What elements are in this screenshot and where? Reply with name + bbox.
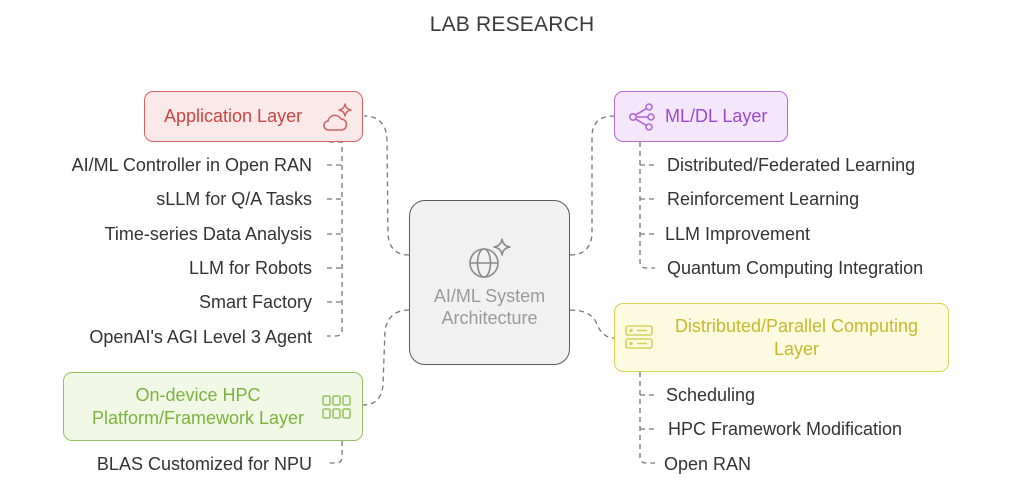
connector-center-distributed	[569, 309, 615, 339]
bracket-application	[327, 141, 343, 337]
distributed-item: Scheduling	[666, 385, 756, 405]
distributed-computing-layer-node[interactable]: Distributed/Parallel Computing Layer	[614, 303, 949, 372]
application-item: AI/ML Controller in Open RAN	[71, 155, 312, 175]
distributed-layer-label-line2: Layer	[773, 338, 820, 359]
network-nodes-icon	[628, 103, 655, 131]
hpc-layer-label-line2: Platform/Framework Layer	[91, 407, 305, 428]
ml-dl-item: LLM Improvement	[665, 224, 811, 244]
distributed-layer-label-line1: Distributed/Parallel Computing	[674, 315, 919, 336]
application-layer-label: Application Layer	[164, 106, 303, 126]
application-item: sLLM for Q/A Tasks	[156, 189, 312, 209]
connector-center-mldl	[569, 115, 615, 256]
chip-grid-icon	[322, 395, 351, 419]
application-item: OpenAI's AGI Level 3 Agent	[89, 327, 312, 347]
ml-dl-layer-label: ML/DL Layer	[665, 106, 768, 126]
ml-dl-layer-node[interactable]: ML/DL Layer	[614, 91, 788, 142]
ml-dl-item: Distributed/Federated Learning	[667, 155, 916, 175]
cloud-sparkle-icon	[323, 103, 352, 131]
application-item: Smart Factory	[198, 292, 312, 312]
application-layer-node[interactable]: Application Layer	[144, 91, 363, 142]
hpc-item: BLAS Customized for NPU	[96, 454, 312, 474]
bracket-ticks-mldl	[640, 164, 655, 235]
server-stack-icon	[625, 325, 653, 349]
connector-center-application	[363, 115, 410, 256]
hpc-layer-node[interactable]: On-device HPC Platform/Framework Layer	[63, 372, 363, 441]
center-label: AI/ML System Architecture	[433, 285, 546, 328]
distributed-item: Open RAN	[664, 454, 752, 474]
hpc-layer-label-line1: On-device HPC	[135, 384, 261, 405]
connector-center-hpc	[362, 309, 410, 406]
bracket-ticks-application	[327, 164, 342, 303]
bracket-ticks-distributed	[640, 394, 655, 430]
center-node[interactable]: AI/ML System Architecture	[409, 200, 570, 365]
application-item: Time-series Data Analysis	[104, 224, 312, 244]
application-item: LLM for Robots	[188, 258, 312, 278]
globe-sparkle-icon	[468, 237, 511, 278]
diagram-title: LAB RESEARCH	[429, 13, 595, 36]
ml-dl-item: Quantum Computing Integration	[667, 258, 924, 278]
bracket-mldl	[639, 142, 655, 269]
ml-dl-item: Reinforcement Learning	[667, 189, 860, 209]
bracket-hpc	[327, 441, 343, 464]
distributed-item: HPC Framework Modification	[668, 419, 903, 439]
bracket-distributed	[639, 372, 655, 464]
